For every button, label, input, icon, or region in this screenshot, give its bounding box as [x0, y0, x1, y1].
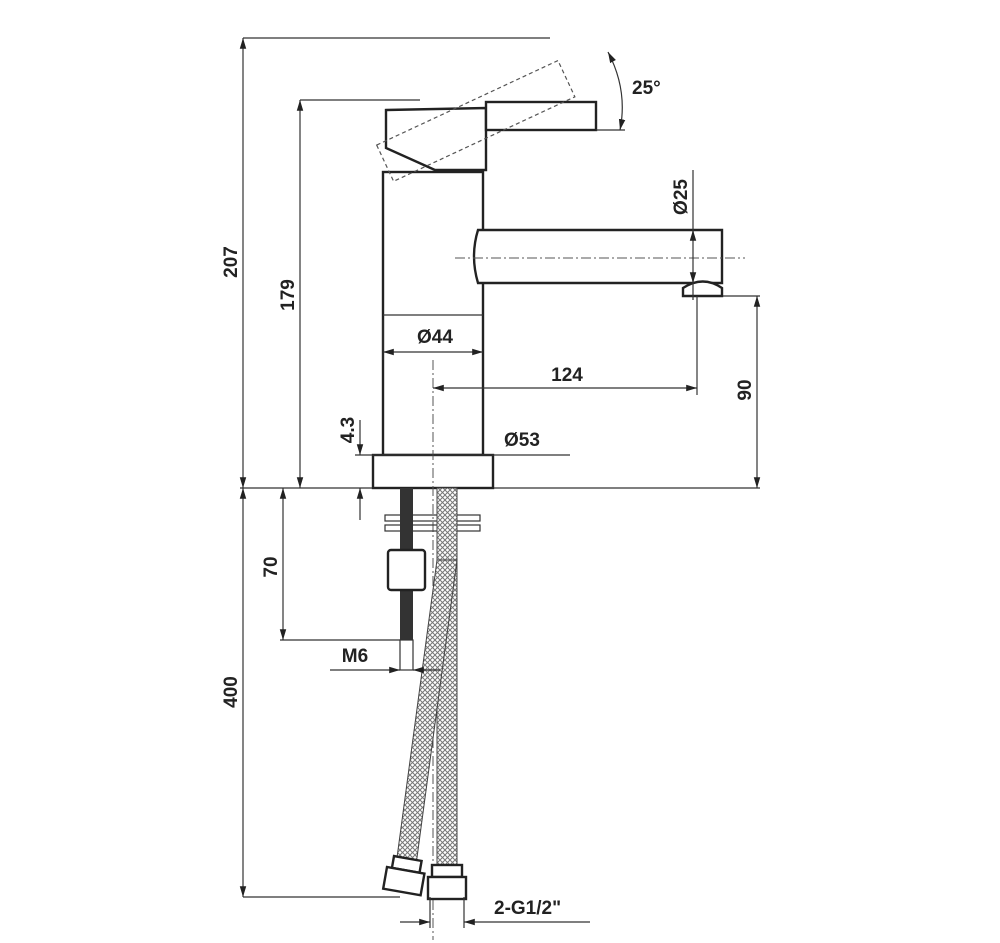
- dim-spout-reach: 124: [551, 365, 583, 386]
- stud-tip: [399, 639, 414, 671]
- dim-stud-thread: M6: [342, 646, 368, 667]
- dim-spout-top-height: 179: [278, 279, 299, 311]
- dim-spout-diameter: Ø25: [671, 179, 692, 215]
- nut: [386, 548, 427, 592]
- hose-fitting: [430, 863, 464, 879]
- lever: [484, 100, 598, 132]
- dim-spout-clearance: 90: [735, 379, 756, 400]
- aerator: [681, 280, 724, 298]
- lever-raised-outline: [375, 59, 576, 183]
- dim-hose-length: 400: [221, 676, 242, 708]
- dimension-lines: [239, 37, 761, 928]
- faucet-body: [381, 170, 485, 457]
- hose-nut: [381, 865, 426, 897]
- dim-hose-connection: 2-G1/2": [494, 898, 561, 919]
- mounting-hardware: [381, 487, 481, 901]
- hose-nut: [426, 875, 468, 901]
- dim-overall-height: 207: [221, 246, 242, 278]
- washer: [384, 524, 481, 532]
- extension-lines: [240, 37, 760, 898]
- handle-block: [384, 106, 488, 172]
- dim-body-diameter: Ø44: [417, 327, 453, 348]
- spout: [472, 228, 724, 285]
- washer: [384, 514, 481, 522]
- dim-stud-length: 70: [261, 556, 282, 577]
- dim-lever-angle: 25°: [632, 78, 661, 99]
- dim-base-thickness: 4.3: [338, 417, 359, 443]
- faucet: [371, 59, 745, 940]
- dim-base-diameter: Ø53: [504, 430, 540, 451]
